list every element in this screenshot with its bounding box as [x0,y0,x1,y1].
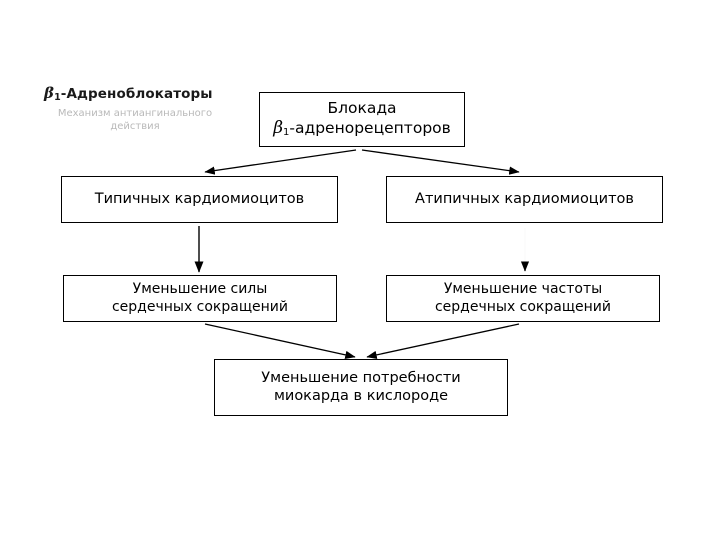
node-bottom-text: Уменьшение потребности миокарда в кислор… [261,369,461,404]
node-top-beta-symbol: β [273,118,284,139]
arrow-top-to-mid-left [204,149,357,175]
beta-subscript: 1 [54,92,61,103]
node-top-line1: Блокада [327,99,397,118]
arrow-low-left-to-bottom [204,323,356,359]
node-top-line2-rest: -адренорецепторов [289,119,451,138]
node-blockade-beta1-receptors[interactable]: Блокада β1-адренорецепторов [259,92,465,147]
node-reduced-contraction-force[interactable]: Уменьшение силы сердечных сокращений [63,275,337,322]
node-low-right-text: Уменьшение частоты сердечных сокращений [434,281,612,315]
node-mid-left-text: Типичных кардиомиоцитов [94,190,305,207]
node-top-text: Блокада β1-адренорецепторов [273,99,451,139]
arrow-top-to-mid-right [361,149,520,175]
node-mid-right-text: Атипичных кардиомиоцитов [415,190,634,207]
arrow-low-right-to-bottom [366,323,520,359]
node-reduced-myocardial-oxygen-demand[interactable]: Уменьшение потребности миокарда в кислор… [214,359,508,416]
slide-subtitle: Механизм антиангинального действия [57,108,213,132]
beta-symbol: β [44,84,55,102]
node-reduced-heart-rate[interactable]: Уменьшение частоты сердечных сокращений [386,275,660,322]
slide-title: β1-Адреноблокаторы [40,84,240,103]
slide-title-rest: -Адреноблокаторы [60,86,213,102]
node-typical-cardiomyocytes[interactable]: Типичных кардиомиоцитов [61,176,338,223]
node-low-left-text: Уменьшение силы сердечных сокращений [111,281,289,315]
slide-title-block: β1-Адреноблокаторы Механизм антиангиналь… [40,84,240,133]
node-atypical-cardiomyocytes[interactable]: Атипичных кардиомиоцитов [386,176,663,223]
node-top-beta-subscript: 1 [283,127,290,139]
